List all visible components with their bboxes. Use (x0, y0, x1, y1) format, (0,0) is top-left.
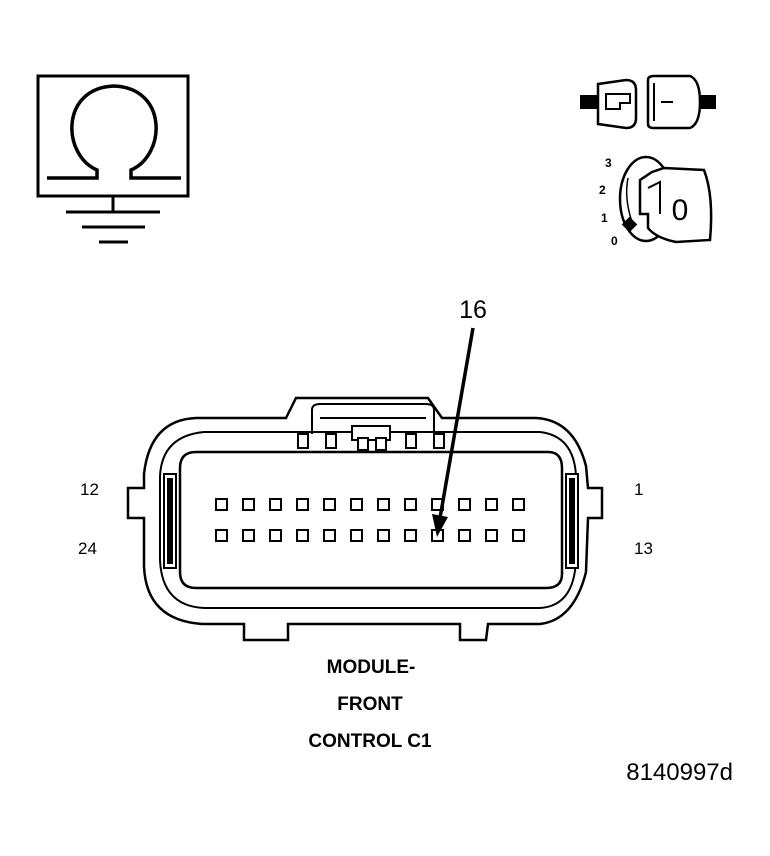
pin-cavity-22 (269, 529, 282, 542)
pin-cavity-17 (404, 529, 417, 542)
connector-title-line-3: CONTROL C1 (308, 731, 432, 752)
ignition-position-2: 2 (599, 183, 606, 197)
pin-cavity-3 (458, 498, 471, 511)
pin-cavity-12 (215, 498, 228, 511)
ignition-switch-icon (618, 155, 713, 244)
connector-title-line-2: FRONT (337, 694, 403, 715)
pin-cavity-9 (296, 498, 309, 511)
pin-cavity-2 (485, 498, 498, 511)
callout-pin-number: 16 (459, 296, 487, 324)
connector-title-line-1: MODULE- (327, 657, 416, 678)
ignition-position-3: 3 (605, 156, 612, 170)
pin-label-12: 12 (80, 480, 99, 499)
pin-cavity-23 (242, 529, 255, 542)
callout-arrow (432, 327, 475, 537)
pin-cavity-1 (512, 498, 525, 511)
pin-cavity-6 (377, 498, 390, 511)
pin-cavity-13 (512, 529, 525, 542)
pin-cavity-11 (242, 498, 255, 511)
ground-icon (66, 210, 160, 244)
pin-cavity-10 (269, 498, 282, 511)
ohmmeter-icon (36, 74, 190, 212)
pin-cavity-20 (323, 529, 336, 542)
pin-cavity-grid (215, 498, 525, 542)
pin-cavity-15 (458, 529, 471, 542)
pin-cavity-19 (350, 529, 363, 542)
pin-label-1: 1 (634, 480, 643, 499)
disconnect-connector-icon (580, 74, 716, 130)
pin-cavity-8 (323, 498, 336, 511)
pin-label-13: 13 (634, 539, 653, 558)
pin-cavity-7 (350, 498, 363, 511)
pin-cavity-21 (296, 529, 309, 542)
pin-label-24: 24 (78, 539, 97, 558)
pin-cavity-14 (485, 529, 498, 542)
pin-cavity-5 (404, 498, 417, 511)
ignition-position-1: 1 (601, 211, 608, 225)
pin-cavity-18 (377, 529, 390, 542)
connector-housing (126, 396, 604, 642)
key-position-label: 0 (672, 194, 689, 227)
connector-guide-rails (163, 473, 579, 569)
ignition-position-0: 0 (611, 234, 618, 248)
figure-id: 8140997d (626, 759, 733, 786)
pin-cavity-24 (215, 529, 228, 542)
